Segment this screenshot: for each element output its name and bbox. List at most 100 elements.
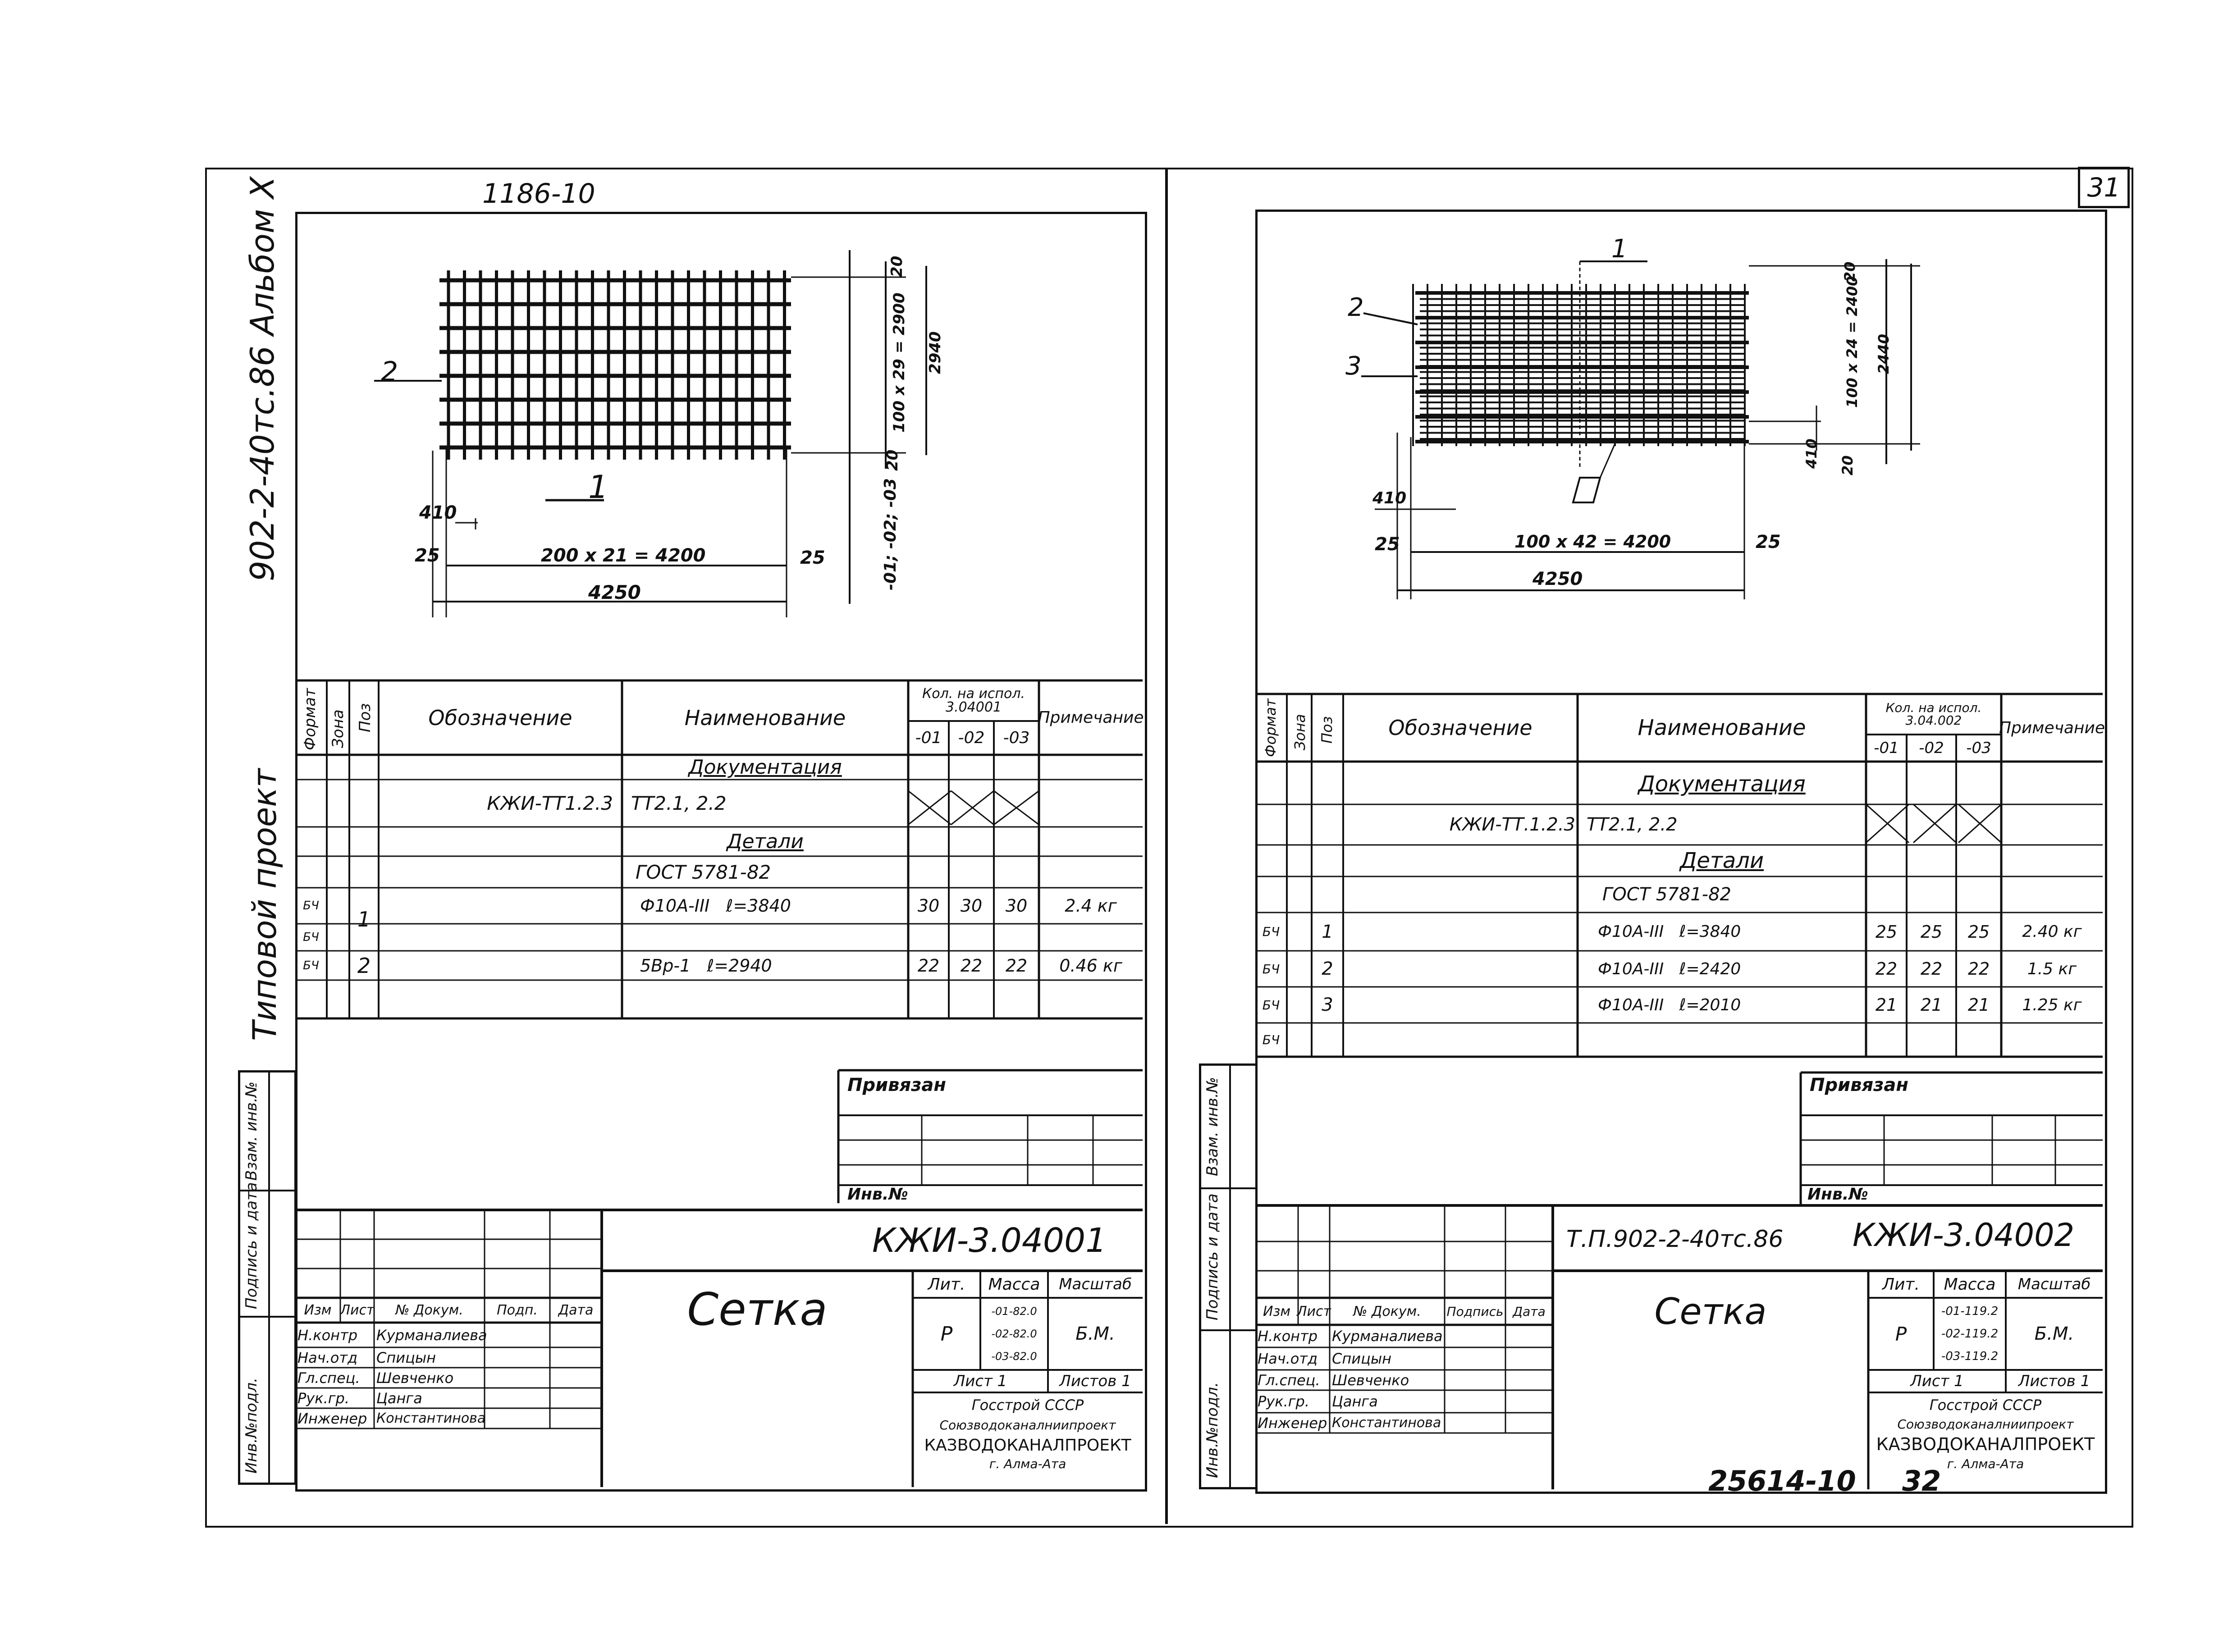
spec-variant-03: -03	[1003, 729, 1030, 747]
spec1-row-doc-name: Документация	[688, 756, 842, 779]
dim-right-bottom-label-2: 20	[1839, 455, 1856, 475]
spec2-row-1-pos: 1	[1322, 921, 1333, 942]
tb2-mass-02: -02-119.2	[1941, 1327, 1999, 1341]
tb2-col-izm: Изм	[1263, 1303, 1291, 1319]
dim-25-right-label-2: 25	[1756, 532, 1781, 552]
tb1-col-izm: Изм	[304, 1302, 332, 1318]
tb2-org-0: Госстрой СССР	[1929, 1396, 2042, 1414]
tb2-sheets: Листов 1	[2018, 1372, 2091, 1390]
spec1-row-2-format: БЧ	[303, 958, 319, 972]
tb2-org-2: КАЗВОДОКАНАЛПРОЕКТ	[1876, 1434, 2095, 1454]
spec-header-qty: Кол. на испол. 3.04001	[922, 686, 1025, 715]
spec2-header-qty: Кол. на испол. 3.04.002	[1885, 700, 1982, 728]
tb2-role-4: Инженер	[1258, 1414, 1327, 1432]
tb1-mass-02: -02-82.0	[991, 1328, 1037, 1340]
pos-2-label-2: 2	[1348, 293, 1364, 322]
spec2-row-tt-name: ТТ2.1, 2.2	[1587, 814, 1678, 835]
dim-right-total-label-2: 2440	[1875, 333, 1892, 374]
spec2-row-details-name: Детали	[1679, 848, 1764, 873]
inv-no-label-2: Инв.№	[1807, 1185, 1868, 1204]
spec2-row-3-name: Ф10А-III ℓ=2010	[1598, 995, 1741, 1014]
tb1-role-4: Инженер	[297, 1410, 367, 1427]
tb2-col-date: Дата	[1513, 1304, 1546, 1319]
tb2-col-doc: № Докум.	[1353, 1303, 1421, 1319]
tb1-role-3: Рук.гр.	[297, 1389, 350, 1407]
tb2-name-3: Цанга	[1332, 1393, 1378, 1410]
page-number: 31	[2087, 172, 2121, 203]
tb1-org-0: Госстрой СССР	[971, 1396, 1084, 1414]
spec-header-designation: Обозначение	[428, 705, 572, 730]
spec2-variant-01: -01	[1874, 739, 1899, 757]
dim-410-label: 410	[419, 502, 457, 523]
spec1-row-gost-name: ГОСТ 5781-82	[636, 861, 771, 883]
inv-no-label-1: Инв.№	[847, 1185, 908, 1204]
dim-right-span-label-2: 100 x 24 = 2400	[1844, 276, 1861, 408]
spec1-row-1-q1: 30	[917, 896, 940, 916]
spec2-header-format: Формат	[1262, 698, 1279, 757]
spec2-row-gost-name: ГОСТ 5781-82	[1602, 884, 1731, 905]
tb1-scale-label: Масштаб	[1059, 1275, 1132, 1293]
tb1-name-0: Курманалиева	[376, 1326, 487, 1344]
tb2-role-1: Нач.отд	[1258, 1350, 1318, 1367]
tb1-role-1: Нач.отд	[297, 1349, 358, 1366]
tb2-lit-label: Лит.	[1882, 1275, 1920, 1294]
dim-bottom-span-label: 200 x 21 = 4200	[541, 545, 706, 566]
spec-header-name: Наименование	[684, 705, 846, 730]
spec1-row-2-pos: 2	[357, 953, 371, 978]
spec2-row-2-q3: 22	[1967, 959, 1990, 979]
spec2-header-designation: Обозначение	[1388, 716, 1533, 740]
tb2-sheet: Лист 1	[1910, 1372, 1964, 1390]
stamp-top-left: 1186-10	[482, 178, 595, 210]
spec1-row-2-q2: 22	[960, 955, 983, 976]
doc-code-2: КЖИ-3.04002	[1853, 1217, 2075, 1254]
spec2-row-3-note: 1.25 кг	[2022, 995, 2082, 1014]
spec2-header-zone: Зона	[1291, 714, 1308, 750]
spec2-row-2-note: 1.5 кг	[2027, 959, 2077, 978]
spec1-row-2-note: 0.46 кг	[1059, 955, 1122, 976]
spec2-row-3-pos: 3	[1322, 995, 1333, 1015]
tb2-mass-01: -01-119.2	[1941, 1305, 1999, 1318]
spec2-row-doc-name: Документация	[1638, 771, 1806, 797]
tb1-org-3: г. Алма-Ата	[989, 1456, 1066, 1471]
tb1-role-2: Гл.спец.	[297, 1369, 360, 1387]
tb1-col-doc: № Докум.	[395, 1302, 463, 1318]
spec2-row-3-q3: 21	[1967, 995, 1990, 1015]
tb1-col-sign: Подп.	[497, 1302, 538, 1318]
tb1-mass-label: Масса	[988, 1275, 1040, 1294]
tb1-org-1: Союзводоканалниипроект	[939, 1418, 1116, 1433]
spec2-row-1-q3: 25	[1967, 922, 1990, 942]
spec-variant-02: -02	[958, 729, 985, 747]
spec2-variant-02: -02	[1919, 739, 1944, 757]
tb1-col-list: Лист	[340, 1302, 375, 1318]
tb2-scale-value: Б.М.	[2034, 1323, 2074, 1344]
tb1-lit-label: Лит.	[928, 1275, 965, 1294]
binding-label-1: Привязан	[847, 1075, 947, 1095]
tb2-role-2: Гл.спец.	[1258, 1371, 1320, 1389]
tb1-org-2: КАЗВОДОКАНАЛПРОЕКТ	[924, 1436, 1131, 1455]
outer-frame	[205, 168, 2133, 1528]
spec2-row-2-q2: 22	[1920, 959, 1943, 979]
spec2-header-name: Наименование	[1638, 715, 1806, 740]
spec1-row-2-q3: 22	[1005, 955, 1028, 976]
tb1-sheet: Лист 1	[953, 1372, 1007, 1390]
tb2-name-0: Курманалиева	[1332, 1328, 1443, 1345]
center-divider	[1165, 169, 1168, 1524]
spec1-row-details-name: Детали	[727, 830, 804, 853]
binding-label-2: Привязан	[1810, 1075, 1909, 1095]
tb2-col-list: Лист	[1296, 1303, 1331, 1319]
spec1-row-2-q1: 22	[917, 955, 940, 976]
tb2-org-1: Союзводоканалниипроект	[1897, 1417, 2074, 1432]
spec2-row-2-pos: 2	[1322, 958, 1333, 979]
tb2-lit-value: Р	[1895, 1323, 1907, 1345]
dim-410-right-label-2: 410	[1803, 438, 1820, 469]
tb1-mass-01: -01-82.0	[991, 1305, 1037, 1318]
spec2-row-1-format: БЧ	[1262, 924, 1280, 939]
tb2-role-3: Рук.гр.	[1258, 1393, 1310, 1410]
spec2-row-2-name: Ф10А-III ℓ=2420	[1598, 959, 1741, 978]
side-stamp-right	[1199, 1063, 1258, 1489]
tb1-name-1: Спицын	[376, 1349, 436, 1366]
pos-1-label-2: 1	[1611, 234, 1628, 264]
dim-25-left-label: 25	[415, 545, 440, 566]
